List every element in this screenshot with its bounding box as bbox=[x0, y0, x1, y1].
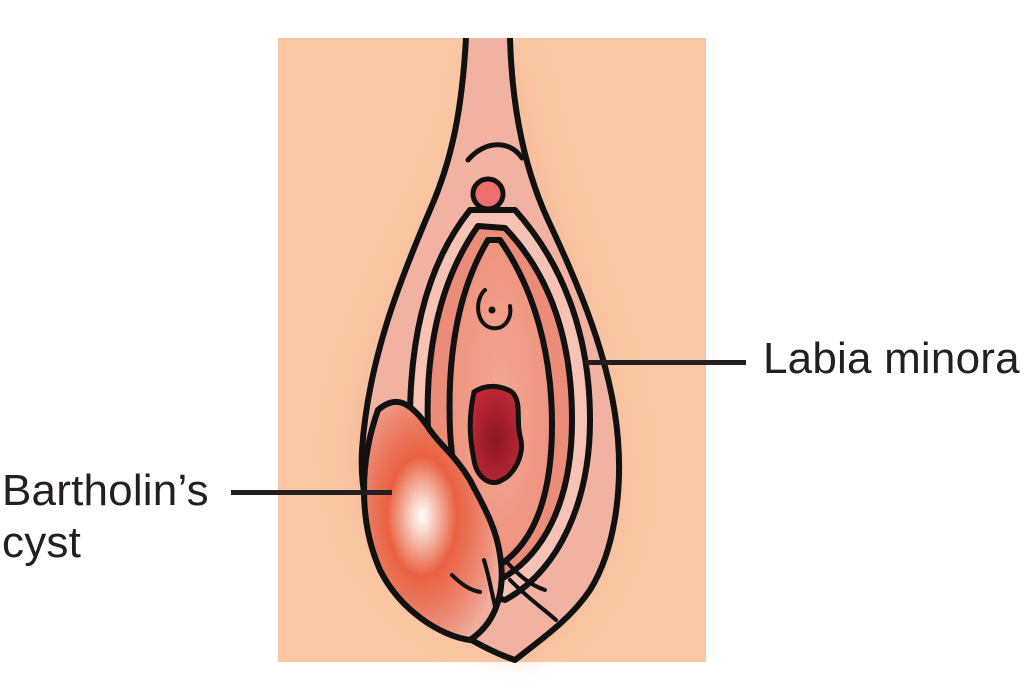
clitoris-shape bbox=[470, 176, 506, 212]
label-bartholins-cyst: Bartholin’s cyst bbox=[2, 465, 209, 569]
vaginal-opening-shape bbox=[467, 383, 524, 485]
label-bartholins-cyst-line-2: cyst bbox=[2, 518, 82, 567]
label-labia-minora-line-1: Labia minora bbox=[763, 334, 1020, 383]
label-bartholins-cyst-line-1: Bartholin’s bbox=[2, 466, 209, 515]
leader-line-labia-minora bbox=[585, 360, 746, 365]
leader-line-bartholins-cyst bbox=[231, 490, 392, 495]
label-labia-minora: Labia minora bbox=[763, 333, 1020, 385]
bartholins-cyst-shape bbox=[361, 398, 505, 643]
